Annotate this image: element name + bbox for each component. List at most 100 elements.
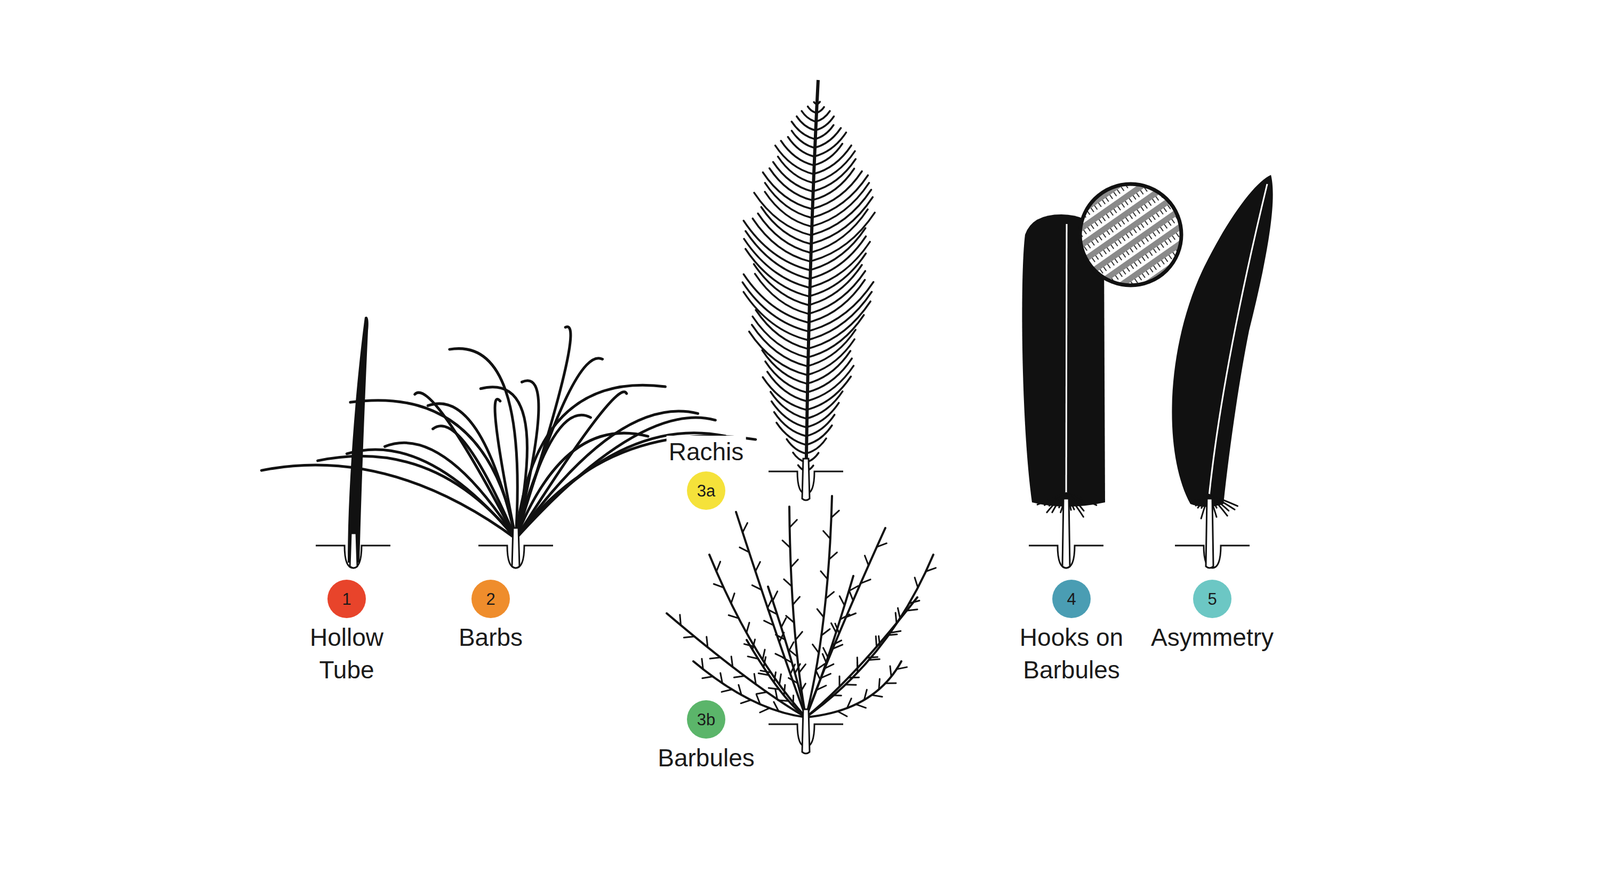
barbule: [721, 689, 732, 693]
barbule: [835, 623, 840, 634]
barbule: [756, 692, 767, 694]
barbule: [817, 609, 824, 618]
barbule: [747, 656, 758, 659]
step-circle: 3aRachis: [686, 471, 726, 510]
down-fluff: [1037, 493, 1067, 505]
barbule: [716, 561, 720, 572]
barbule: [773, 701, 779, 712]
barbule: [885, 682, 896, 684]
step-label: Asymmetry: [1148, 621, 1276, 654]
barbule: [762, 649, 765, 660]
barbule: [820, 673, 831, 678]
barbule: [909, 600, 920, 604]
barbule: [752, 585, 762, 590]
quill: [512, 528, 520, 568]
barbule: [713, 584, 724, 588]
barbule: [914, 577, 918, 588]
barbule: [876, 543, 887, 548]
barbule: [896, 667, 907, 670]
quill: [802, 709, 810, 754]
barbule-branch: [805, 597, 918, 718]
rachis-barb: [769, 168, 813, 201]
barbule: [837, 711, 847, 717]
barbule: [878, 678, 880, 690]
barb: [515, 358, 603, 539]
barbule: [702, 676, 714, 679]
barb: [515, 326, 571, 539]
quill: [349, 533, 358, 568]
barbule: [864, 689, 867, 700]
barbule: [739, 547, 750, 552]
rachis-barb: [780, 140, 814, 166]
rachis-barb: [806, 391, 843, 419]
barbule-branch: [805, 661, 902, 718]
barbule: [738, 684, 742, 695]
step-circle: 2Barbs: [471, 579, 510, 619]
barbule: [897, 608, 900, 619]
barbule: [846, 698, 852, 709]
step-number: 3b: [697, 711, 716, 728]
rachis-barb: [771, 401, 807, 428]
barbule: [790, 559, 798, 568]
rachis-barb: [770, 392, 807, 419]
barbule: [768, 688, 780, 690]
barbule: [890, 630, 901, 633]
barbule: [781, 618, 787, 628]
barbule: [728, 615, 739, 619]
barbule: [878, 636, 880, 647]
barbule: [701, 658, 703, 670]
barb: [346, 449, 516, 539]
step-label: Hooks on Barbules: [1016, 621, 1127, 687]
barbule: [784, 579, 792, 587]
barbule: [756, 694, 760, 704]
barbule: [860, 579, 871, 584]
barbule: [872, 694, 883, 697]
step-number: 3a: [697, 482, 716, 500]
magnifier-ring: [1080, 184, 1182, 286]
rachis-barb: [775, 145, 814, 174]
barbule: [773, 672, 776, 683]
step-label: Rachis: [666, 435, 747, 469]
quill: [1205, 498, 1214, 568]
step-number: 2: [485, 590, 495, 608]
step-number: 1: [341, 590, 351, 608]
barbule: [733, 676, 745, 678]
barbule: [906, 609, 918, 611]
barbule: [890, 666, 892, 677]
barb: [317, 456, 516, 539]
rachis-barb: [816, 101, 820, 104]
step-number: 5: [1207, 590, 1217, 608]
barb: [261, 465, 516, 539]
step-circle: 3bBarbules: [686, 700, 726, 739]
step-label: Barbs: [456, 621, 525, 654]
feather-shaft: [1066, 224, 1067, 502]
barbule-branch: [666, 613, 806, 718]
barbule: [875, 636, 877, 647]
barbule: [789, 520, 798, 528]
barbule-branch: [746, 640, 806, 718]
barbule: [680, 614, 682, 626]
barb: [515, 436, 756, 539]
barbule: [755, 562, 760, 572]
rachis-barb: [813, 132, 846, 157]
barbule: [798, 664, 806, 674]
rachis-barb: [774, 412, 807, 437]
rachis-barb: [796, 116, 816, 131]
barbule: [792, 695, 795, 707]
hollow-tube: [347, 316, 369, 563]
rachis-barb: [806, 365, 854, 402]
barbule: [793, 596, 800, 605]
barbule: [768, 609, 778, 615]
barbule: [831, 510, 840, 518]
barbule-branch: [789, 506, 806, 718]
barbule: [825, 592, 834, 599]
barbule: [764, 620, 774, 626]
barbule: [775, 689, 778, 700]
barbule: [815, 670, 821, 680]
barbule: [832, 644, 843, 650]
barbule: [776, 634, 786, 640]
barbule: [856, 704, 867, 709]
barbule: [845, 613, 856, 618]
